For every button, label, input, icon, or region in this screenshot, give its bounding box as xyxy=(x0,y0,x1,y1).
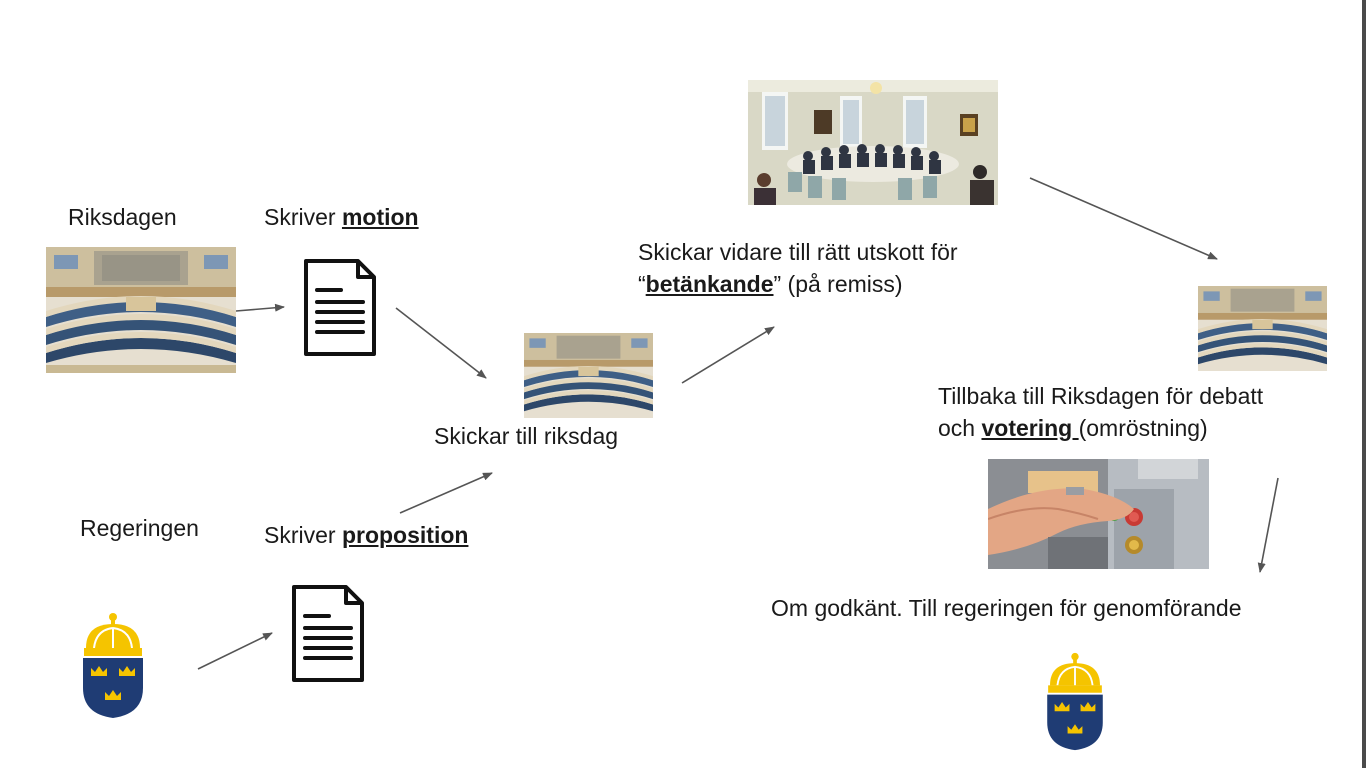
arrow-motion-to-riksdag xyxy=(395,307,487,379)
tillbaka-prefix: och xyxy=(938,414,982,441)
motion-document-icon xyxy=(303,258,377,357)
tillbaka-line2: och votering (omröstning) xyxy=(938,413,1263,445)
slide-edge xyxy=(1362,0,1366,768)
term-votering: votering xyxy=(981,414,1079,441)
label-skickar-till-riksdag: Skickar till riksdag xyxy=(434,423,619,449)
arrow-riksdag-to-committee xyxy=(681,326,775,384)
label-tillbaka: Tillbaka till Riksdagen för debatt och v… xyxy=(938,381,1263,444)
label-riksdagen: Riksdagen xyxy=(68,204,177,230)
committee-meeting-photo xyxy=(748,80,998,205)
label-skriver-proposition: Skriver proposition xyxy=(264,520,468,552)
term-motion: motion xyxy=(341,204,419,230)
label-om-godkant: Om godkänt. Till regeringen för genomför… xyxy=(771,595,1242,621)
riksdag-chamber-photo xyxy=(46,247,236,373)
swedish-crest-icon xyxy=(80,612,146,720)
label-skriver-motion: Skriver motion xyxy=(264,202,419,234)
skickar-vidare-line2: “betänkande” (på remiss) xyxy=(638,269,958,301)
tillbaka-rest: (omröstning) xyxy=(1078,414,1208,441)
arrow-committee-to-riksdag xyxy=(1029,177,1218,260)
riksdag-chamber-photo-small xyxy=(524,333,653,418)
term-betankande: betänkande xyxy=(645,270,774,297)
tillbaka-line1: Tillbaka till Riksdagen för debatt xyxy=(938,383,1264,409)
skriver-motion-prefix: Skriver xyxy=(264,204,342,230)
arrow-proposition-to-riksdag xyxy=(399,472,493,514)
swedish-crest-icon-right xyxy=(1044,652,1106,752)
skriver-proposition-prefix: Skriver xyxy=(264,522,342,548)
label-skickar-vidare: Skickar vidare till rätt utskott för “be… xyxy=(638,237,958,300)
arrow-regeringen-to-proposition xyxy=(197,632,273,670)
arrow-voting-to-government xyxy=(1257,477,1279,573)
skickar-vidare-rest: ” (på remiss) xyxy=(773,270,903,297)
label-regeringen: Regeringen xyxy=(80,515,199,541)
riksdag-chamber-photo-right xyxy=(1198,286,1327,371)
proposition-document-icon xyxy=(291,584,365,683)
skickar-vidare-line1: Skickar vidare till rätt utskott för xyxy=(638,239,958,265)
arrow-riksdag-to-motion xyxy=(235,303,285,312)
voting-button-photo xyxy=(988,459,1209,569)
open-quote: “ xyxy=(638,270,646,297)
term-proposition: proposition xyxy=(341,522,469,548)
